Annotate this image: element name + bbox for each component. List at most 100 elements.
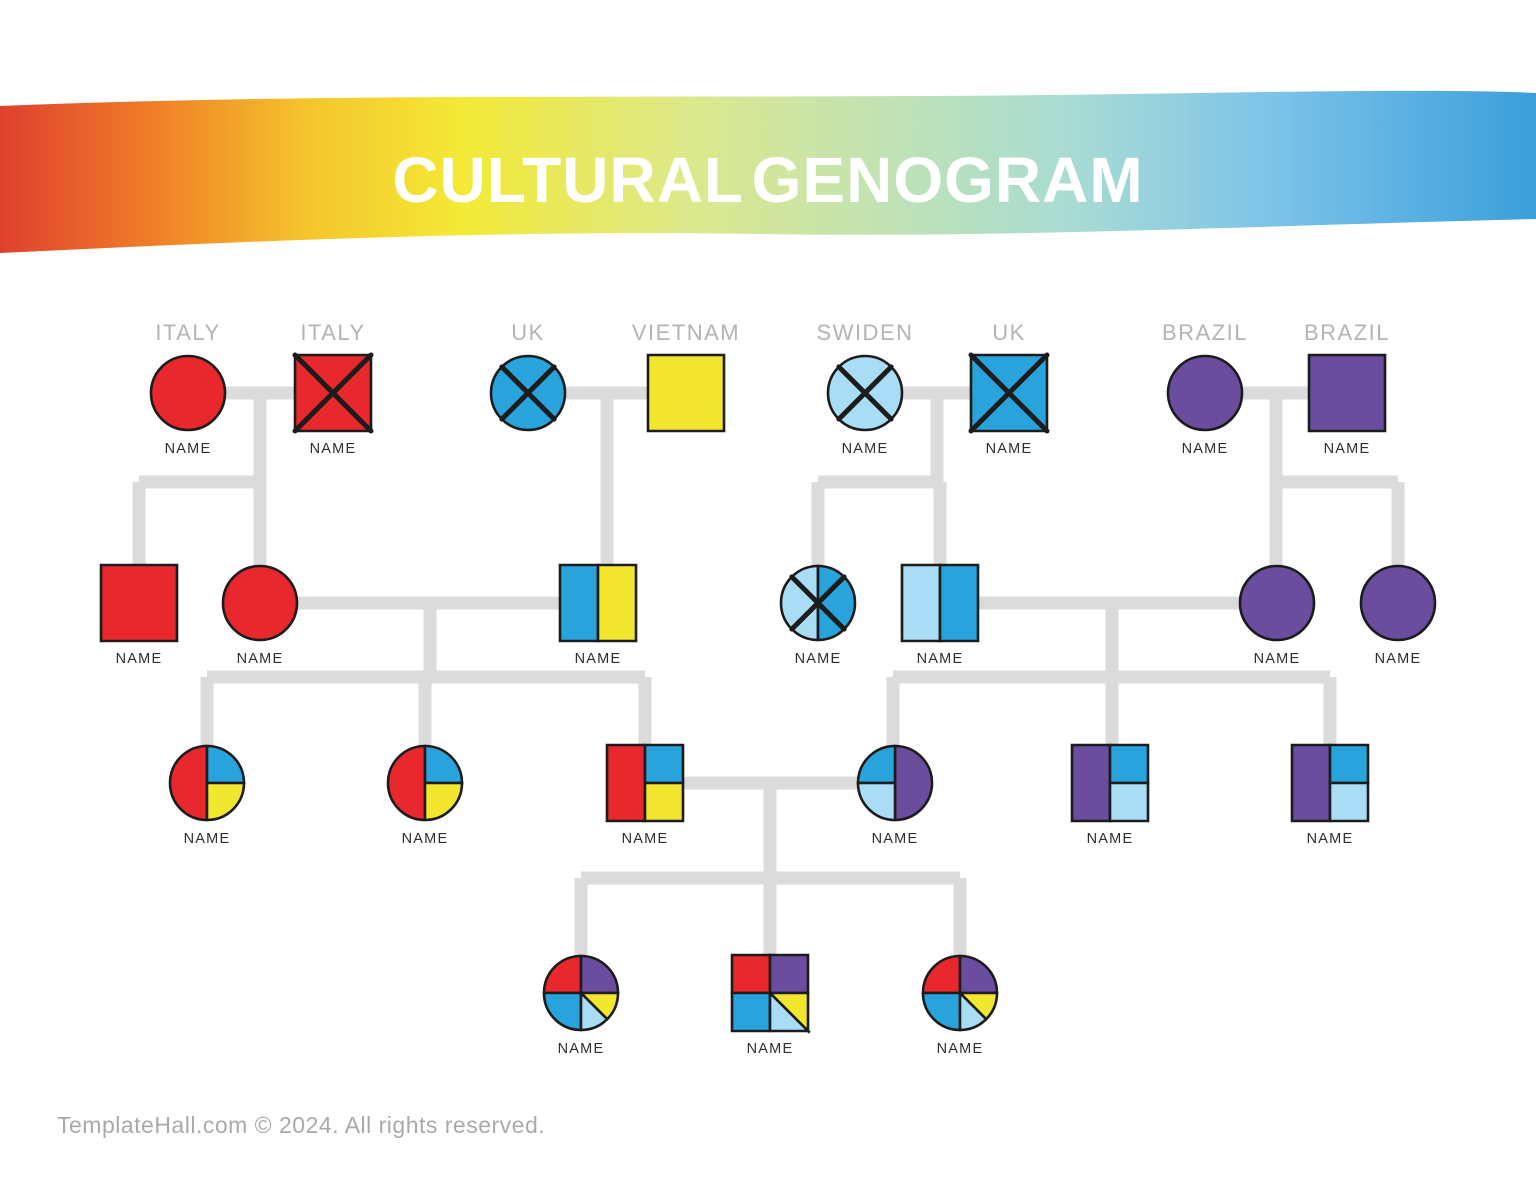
square-segment-full	[99, 563, 179, 643]
name-placeholder: NAME	[1254, 651, 1301, 667]
country-label: UK	[992, 320, 1026, 345]
person-grandmother-brazil: BRAZIL NAME	[1162, 320, 1248, 457]
square-segment-top-right	[643, 743, 685, 785]
circle-segment-left	[386, 744, 427, 822]
country-label: BRAZIL	[1162, 320, 1248, 345]
person-grandchild-3: NAME	[921, 954, 999, 1057]
deceased-x-mark	[789, 574, 847, 632]
square-segment-bottom-right	[1328, 781, 1370, 823]
circle-segment-full	[1238, 564, 1316, 642]
circle-segment-top-left	[542, 954, 583, 995]
circle-segment-right	[816, 564, 857, 642]
name-placeholder: NAME	[116, 651, 163, 667]
square-segment-right	[938, 563, 980, 643]
person-daughter-italy-ukvn-1: NAME	[168, 744, 246, 847]
country-label: UK	[511, 320, 545, 345]
name-placeholder: NAME	[575, 651, 622, 667]
square-segment-right	[596, 563, 638, 643]
person-aunt-swiden-uk: NAME	[779, 564, 857, 667]
name-placeholder: NAME	[1324, 441, 1371, 457]
person-mother-brazil: NAME	[1238, 564, 1316, 667]
circle-segment-bottom-right-lower	[958, 989, 988, 1032]
square-segment-bottom-left	[730, 991, 772, 1033]
square-segment-top-right	[1108, 743, 1150, 785]
person-grandchild-1: NAME	[542, 954, 620, 1057]
name-placeholder: NAME	[558, 1041, 605, 1057]
person-grandmother-uk: UK	[489, 320, 567, 432]
circle-segment-top-right	[579, 954, 620, 995]
circle-segment-bottom-left	[856, 781, 897, 822]
person-daughter-swuk-brazil: NAME	[856, 744, 934, 847]
deceased-x-mark	[499, 364, 557, 422]
circle-segment-left	[779, 564, 820, 642]
circle-segment-bottom-left	[921, 991, 962, 1032]
person-grandmother-italy: ITALY NAME	[149, 320, 227, 457]
square-segment-left	[558, 563, 600, 643]
circle-segment-full	[1359, 564, 1437, 642]
name-placeholder: NAME	[842, 441, 889, 457]
person-daughter-italy-ukvn-2: NAME	[386, 744, 464, 847]
name-placeholder: NAME	[1375, 651, 1422, 667]
square-segment-bottom-right	[1108, 781, 1150, 823]
square-segment-full	[1307, 353, 1387, 433]
square-segment-left	[605, 743, 647, 823]
country-label: SWIDEN	[817, 320, 914, 345]
square-segment-top-right	[1328, 743, 1370, 785]
deceased-x-mark	[968, 352, 1050, 434]
square-segment-bottom-right-lower	[768, 989, 812, 1033]
page-title: CULTURAL GENOGRAM	[392, 144, 1144, 216]
person-father-uk-vietnam: NAME	[558, 563, 638, 667]
banner-shape	[0, 90, 1536, 253]
name-placeholder: NAME	[1307, 831, 1354, 847]
circle-segment-bottom-right	[205, 781, 246, 822]
name-placeholder: NAME	[1087, 831, 1134, 847]
circle-segment-left	[168, 744, 209, 822]
deceased-x-mark	[292, 352, 374, 434]
country-label: BRAZIL	[1304, 320, 1390, 345]
person-son-swuk-brazil-1: NAME	[1070, 743, 1150, 847]
person-grandmother-swiden: SWIDEN NAME	[817, 320, 914, 457]
square-segment-top-left	[730, 953, 772, 995]
footer-credit: TemplateHall.com © 2024. All rights rese…	[57, 1112, 546, 1138]
name-placeholder: NAME	[165, 441, 212, 457]
circle-segment-full	[149, 354, 227, 432]
connector-lines	[132, 386, 1405, 958]
person-son-swuk-brazil-2: NAME	[1290, 743, 1370, 847]
name-placeholder: NAME	[937, 1041, 984, 1057]
circle-segment-bottom-right	[423, 781, 464, 822]
person-son-italy-ukvn: NAME	[605, 743, 685, 847]
person-uncle-italy: NAME	[99, 563, 179, 667]
name-placeholder: NAME	[747, 1041, 794, 1057]
person-grandchild-2: NAME	[730, 953, 812, 1057]
country-label: ITALY	[155, 320, 220, 345]
square-segment-left	[1290, 743, 1332, 823]
name-placeholder: NAME	[917, 651, 964, 667]
person-father-swiden-uk: NAME	[900, 563, 980, 667]
country-label: ITALY	[300, 320, 365, 345]
circle-segment-full	[221, 564, 299, 642]
person-mother-italy: NAME	[221, 564, 299, 667]
country-label: VIETNAM	[632, 320, 740, 345]
square-segment-top-right	[768, 953, 810, 995]
name-placeholder: NAME	[310, 441, 357, 457]
circle-segment-top-right	[423, 744, 464, 785]
name-placeholder: NAME	[1182, 441, 1229, 457]
circle-segment-top-right	[205, 744, 246, 785]
name-placeholder: NAME	[622, 831, 669, 847]
square-segment-left	[900, 563, 942, 643]
person-aunt-brazil: NAME	[1359, 564, 1437, 667]
name-placeholder: NAME	[237, 651, 284, 667]
circle-segment-bottom-left	[542, 991, 583, 1032]
people: ITALY NAME ITALY NAME UK VIETNAM SWIDEN NAME UK N…	[99, 320, 1437, 1057]
deceased-x-mark	[836, 364, 894, 422]
square-segment-left	[1070, 743, 1112, 823]
circle-segment-top-right	[958, 954, 999, 995]
circle-segment-bottom-right-lower	[579, 989, 609, 1032]
circle-segment-full	[1166, 354, 1244, 432]
square-segment-full	[646, 353, 726, 433]
circle-segment-top-left	[856, 744, 897, 785]
name-placeholder: NAME	[402, 831, 449, 847]
banner-ribbon	[0, 90, 1536, 253]
